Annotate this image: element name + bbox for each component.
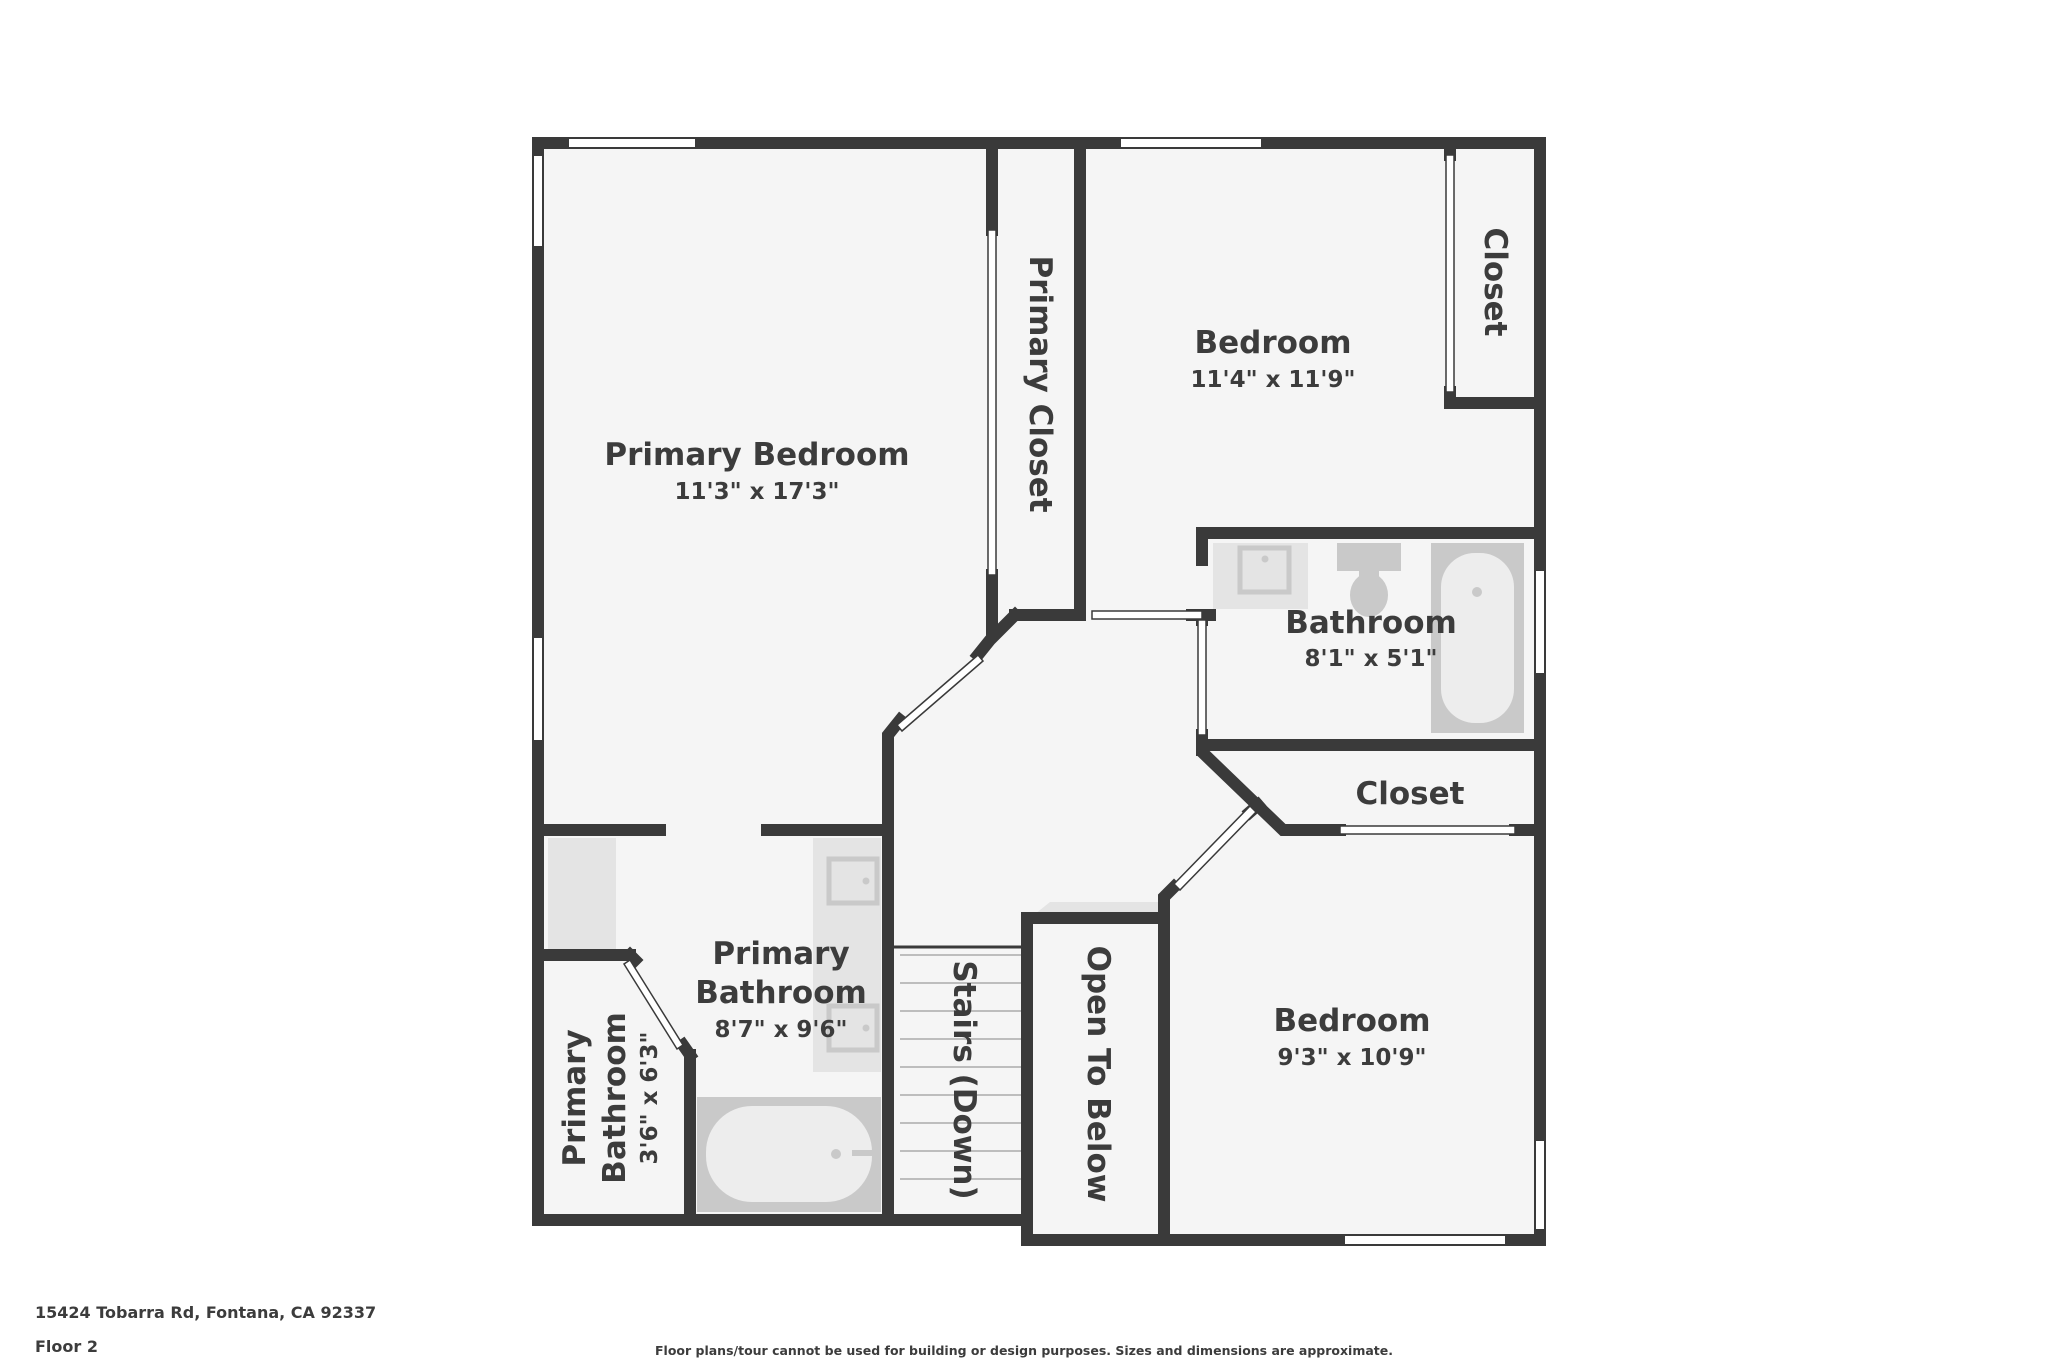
window (1343, 1234, 1507, 1246)
sink-icon (1213, 543, 1308, 609)
room-dims-primary-bedroom: 11'3" x 17'3" (675, 479, 840, 505)
room-dims-bedroom-se: 9'3" x 10'9" (1278, 1045, 1427, 1071)
shower-icon (548, 838, 616, 954)
room-label-bedroom-ne: Bedroom (1194, 325, 1351, 361)
room-label-bedroom-se: Bedroom (1273, 1003, 1430, 1039)
window (1534, 1139, 1546, 1231)
fixtures (548, 543, 1524, 1212)
window (532, 636, 544, 742)
room-label-primary-bedroom: Primary Bedroom (604, 437, 909, 473)
stair-treads (900, 954, 1027, 1180)
window (1119, 137, 1263, 149)
toilet-icon (1337, 543, 1401, 617)
room-label-closet-ne: Closet (1477, 228, 1513, 337)
window (567, 137, 697, 149)
walls (532, 137, 1546, 1246)
room-labels: Primary Bedroom 11'3" x 17'3" Primary Cl… (557, 228, 1513, 1203)
floor-label: Floor 2 (35, 1337, 98, 1356)
room-label-open-to-below: Open To Below (1080, 946, 1116, 1203)
room-label-primary-bathroom-line2: Bathroom (695, 975, 867, 1011)
property-address: 15424 Tobarra Rd, Fontana, CA 92337 (35, 1303, 377, 1322)
room-label-primary-closet: Primary Closet (1022, 255, 1058, 512)
vanity-icon (813, 838, 881, 1072)
room-label-stairs: Stairs (Down) (946, 960, 982, 1199)
bathtub-icon (1431, 543, 1524, 733)
room-label-primary-bathroom-line1: Primary (712, 936, 849, 972)
room-dims-primary-bathroom-small: 3'6" x 6'3" (637, 1032, 663, 1165)
room-dims-bathroom: 8'1" x 5'1" (1305, 646, 1438, 672)
door-openings (622, 154, 1516, 1051)
room-dims-bedroom-ne: 11'4" x 11'9" (1191, 367, 1356, 393)
room-label-bathroom: Bathroom (1285, 605, 1457, 641)
room-label-closet-mid: Closet (1356, 776, 1465, 812)
room-label-primary-bathroom-small-line2: Bathroom (597, 1012, 633, 1184)
window (1534, 569, 1546, 675)
floor-area (538, 143, 1534, 1240)
bathtub-icon (697, 1097, 881, 1212)
window (532, 154, 544, 248)
disclaimer: Floor plans/tour cannot be used for buil… (655, 1343, 1393, 1358)
windows (532, 137, 1546, 1246)
room-dims-primary-bathroom: 8'7" x 9'6" (715, 1017, 848, 1043)
room-label-primary-bathroom-small-line1: Primary (557, 1029, 593, 1166)
